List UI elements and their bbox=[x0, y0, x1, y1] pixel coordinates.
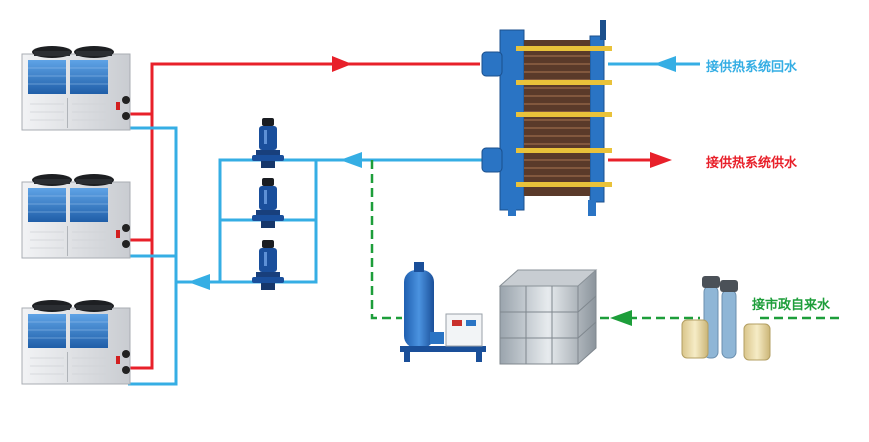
return-arrow-left-main bbox=[340, 152, 362, 168]
circulation-pump-2 bbox=[252, 178, 284, 228]
makeup-arrow-left bbox=[610, 310, 632, 326]
water-softener-icon bbox=[681, 276, 771, 361]
pressurization-unit-icon bbox=[400, 262, 486, 362]
stainless-water-tank-icon bbox=[498, 269, 598, 365]
city-water-label: 接市政自来水 bbox=[752, 298, 831, 313]
return-arrow-left-units bbox=[188, 274, 210, 290]
return-water-label: 接供热系统回水 bbox=[706, 60, 798, 75]
circulation-pump-1 bbox=[252, 118, 284, 168]
circulation-pump-3 bbox=[252, 240, 284, 290]
heat-pump-unit-2 bbox=[21, 173, 131, 259]
supply-arrow-right bbox=[332, 56, 352, 72]
plate-heat-exchanger-icon bbox=[481, 20, 612, 216]
return-pipe bbox=[128, 62, 700, 386]
heat-pump-unit-1 bbox=[21, 45, 131, 131]
return-in-arrow bbox=[654, 56, 676, 72]
heat-pump-unit-3 bbox=[21, 299, 131, 385]
supply-water-label: 接供热系统供水 bbox=[706, 156, 798, 171]
supply-out-arrow bbox=[650, 152, 672, 168]
